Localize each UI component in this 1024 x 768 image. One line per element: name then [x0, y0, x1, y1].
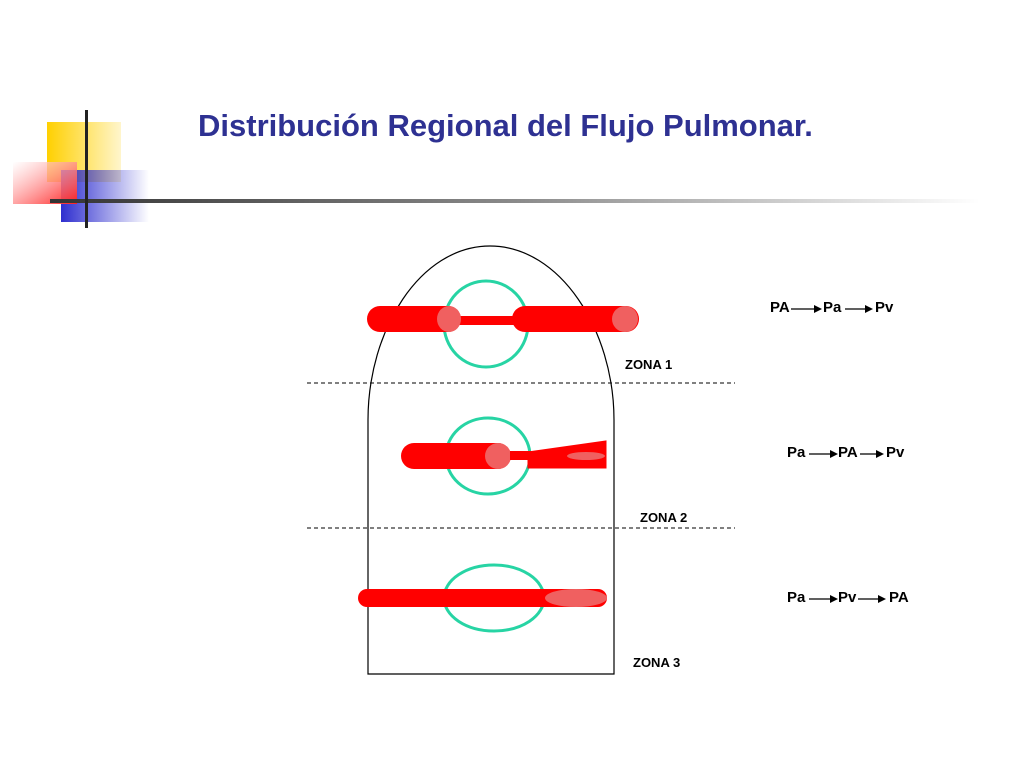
zone-2-term-3: Pv [886, 444, 905, 461]
arrow-head-zone-2-a [830, 450, 838, 458]
zone-2-term-1: Pa [787, 444, 806, 461]
capillary-zone-2 [510, 451, 532, 460]
arrow-head-zone-1-a [814, 305, 822, 313]
deco-vertical-line [85, 110, 88, 228]
arrow-head-zone-2-b [876, 450, 884, 458]
zone-1-term-1: PA [770, 299, 790, 316]
vessel-zone-3 [358, 589, 607, 607]
artery-zone-2 [401, 443, 511, 469]
vein-tapered-zone-2 [527, 440, 607, 469]
page-title: Distribución Regional del Flujo Pulmonar… [198, 108, 813, 143]
arrow-head-zone-3-b [878, 595, 886, 603]
zone-1-term-2: Pa [823, 299, 842, 316]
artery-end-zone-1 [437, 306, 461, 332]
zone-3-term-1: Pa [787, 589, 806, 606]
corner-decoration [13, 110, 980, 228]
deco-horizontal-line [50, 199, 980, 203]
arrow-head-zone-1-b [865, 305, 873, 313]
zone-1-term-3: Pv [875, 299, 894, 316]
vein-end-zone-1 [612, 306, 638, 332]
vein-end-zone-2 [567, 452, 605, 460]
vein-zone-1 [512, 306, 639, 332]
zone-2-label: ZONA 2 [640, 510, 688, 525]
zone-3-term-2: Pv [838, 589, 857, 606]
artery-end-zone-2 [485, 443, 511, 469]
deco-red-square [13, 162, 77, 204]
zone-2-term-2: PA [838, 444, 858, 461]
vessel-end-zone-3 [545, 589, 607, 607]
relation-arrows [791, 305, 886, 603]
zone-3-label: ZONA 3 [633, 655, 681, 670]
arrow-head-zone-3-a [830, 595, 838, 603]
capillary-collapsed-zone-1 [445, 316, 530, 325]
zone-1-label: ZONA 1 [625, 357, 673, 372]
lung-outline [367, 245, 615, 675]
zone-3-term-3: PA [889, 589, 909, 606]
artery-zone-1 [367, 306, 461, 332]
